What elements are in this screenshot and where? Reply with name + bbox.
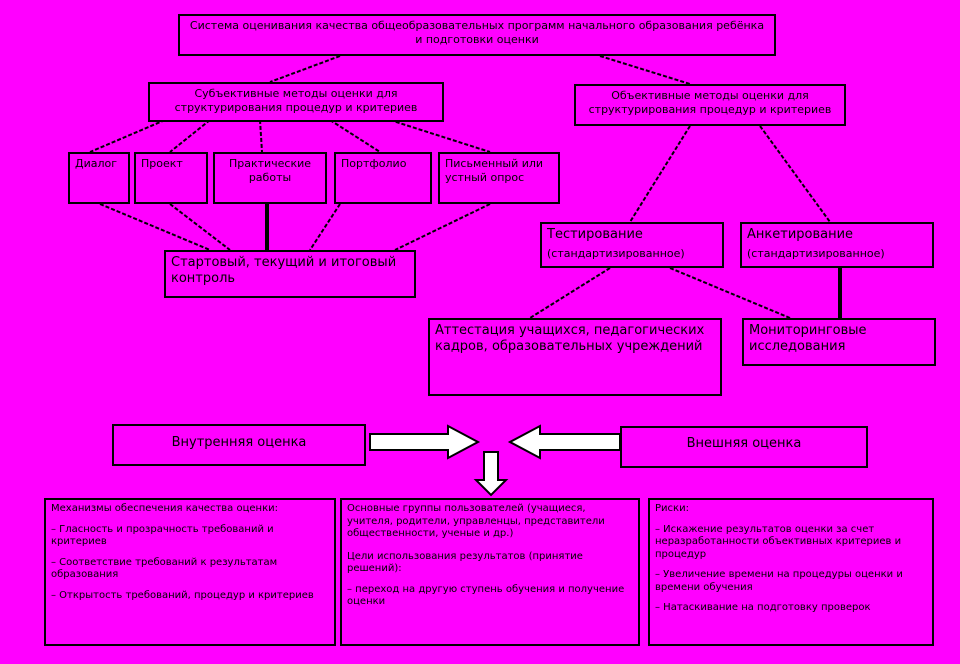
arrow-right-internal: [369, 424, 481, 460]
attestation-box: Аттестация учащихся, педагогических кадр…: [428, 318, 722, 396]
questioning-box: Анкетирование (стандартизированное): [740, 222, 934, 268]
testing-sub: (стандартизированное): [547, 247, 685, 261]
testing-label: Тестирование: [547, 227, 643, 242]
internal-assessment: Внутренняя оценка: [112, 424, 366, 466]
list-item: – переход на другую ступень обучения и п…: [347, 583, 625, 608]
link-title-objective: [599, 55, 691, 85]
list-item: – Увеличение времени на процедуры оценки…: [655, 569, 903, 593]
quality-mechanisms: Механизмы обеспечения качества оценки: –…: [44, 498, 336, 646]
user-groups: Основные группы пользователей (учащиеся,…: [340, 498, 640, 646]
link-survey-control: [394, 203, 491, 251]
link-subj-practice: [259, 119, 263, 153]
diagram-title: Система оценивания качества общеобразова…: [178, 14, 776, 56]
external-assessment: Внешняя оценка: [620, 426, 868, 468]
link-subj-portfolio: [329, 119, 381, 153]
user-groups-purpose: Цели использования результатов (принятие…: [347, 550, 583, 575]
method-practical: Практические работы: [213, 152, 327, 204]
questioning-label: Анкетирование: [747, 227, 854, 242]
quality-mechanisms-title: Механизмы обеспечения качества оценки:: [51, 503, 278, 514]
control-box: Стартовый, текущий и итоговый контроль: [164, 250, 416, 298]
arrow-down: [473, 451, 509, 497]
method-dialog: Диалог: [68, 152, 130, 204]
questioning-sub: (стандартизированное): [747, 247, 885, 261]
link-obj-questioning: [759, 125, 831, 223]
list-item: – Соответствие требований к результатам …: [51, 556, 278, 581]
arrow-left-external: [507, 424, 621, 460]
user-groups-list: – переход на другую ступень обучения и п…: [347, 584, 633, 609]
link-subj-project: [169, 119, 211, 153]
user-groups-title: Основные группы пользователей (учащиеся,…: [347, 503, 605, 539]
link-title-subjective: [269, 55, 341, 83]
risks-title: Риски:: [655, 503, 689, 514]
monitoring-box: Мониторинговые исследования: [742, 318, 936, 366]
method-portfolio: Портфолио: [334, 152, 432, 204]
objective-methods: Объективные методы оценки для структурир…: [574, 84, 846, 126]
method-survey: Письменный или устный опрос: [438, 152, 560, 204]
quality-mechanisms-list: – Гласность и прозрачность требований и …: [51, 524, 329, 603]
list-item: – Открытость требований, процедур и крит…: [51, 589, 314, 601]
list-item: – Натаскивание на подготовку проверок: [655, 602, 871, 613]
link-subj-survey: [389, 119, 491, 153]
list-item: – Искажение результатов оценки за счет н…: [655, 523, 902, 560]
link-obj-testing: [629, 125, 691, 223]
risks-list: – Искажение результатов оценки за счет н…: [655, 524, 927, 615]
link-testing-monitoring: [669, 267, 791, 319]
list-item: – Гласность и прозрачность требований и …: [51, 523, 274, 548]
method-project: Проект: [134, 152, 208, 204]
link-portfolio-control: [309, 203, 341, 251]
link-dialog-control: [99, 203, 211, 251]
testing-box: Тестирование (стандартизированное): [540, 222, 724, 268]
link-project-control: [169, 203, 231, 251]
link-subj-dialog: [89, 119, 166, 153]
link-testing-attestation: [529, 267, 611, 319]
subjective-methods: Субъективные методы оценки для структури…: [148, 82, 444, 122]
risks: Риски: – Искажение результатов оценки за…: [648, 498, 934, 646]
